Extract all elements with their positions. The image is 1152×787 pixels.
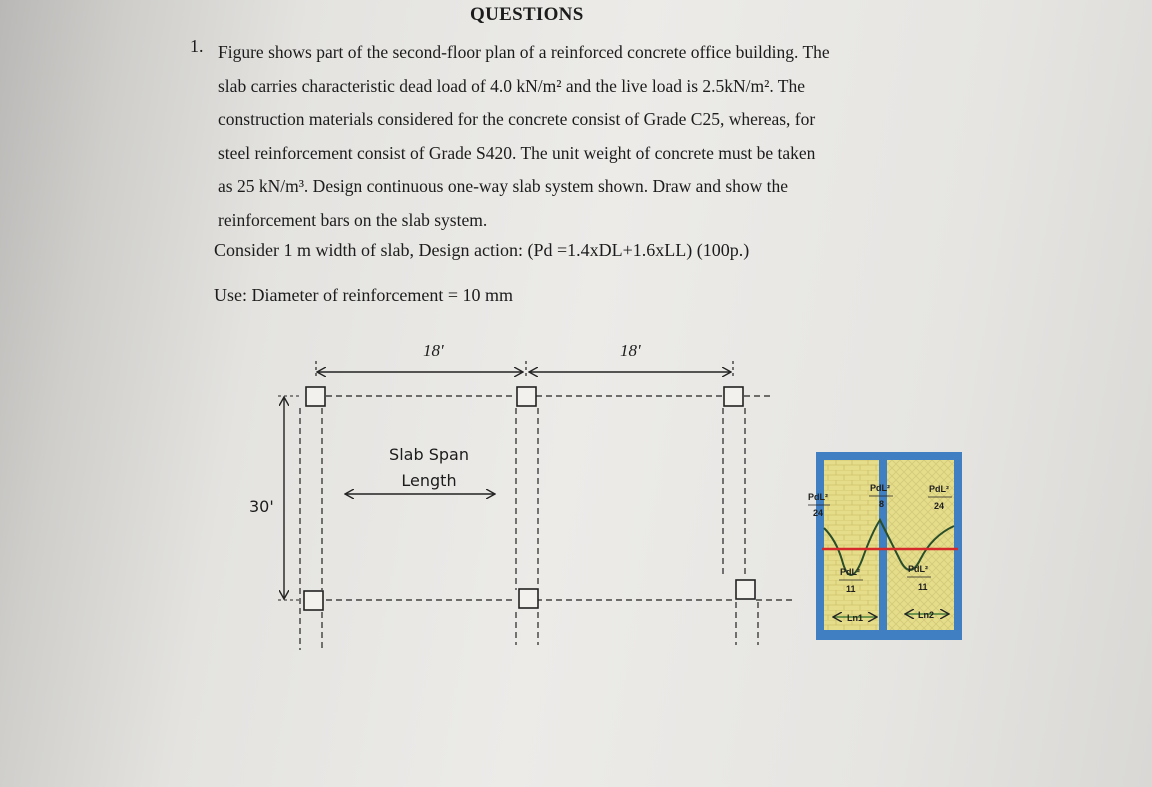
coef-right-numerator: PdL²	[929, 484, 949, 494]
coef-mid-numerator: PdL²	[870, 483, 890, 493]
slab-panel-left	[824, 460, 879, 630]
moment-coefficient-diagram: PdL² 24 PdL² 8 PdL² 24 PdL² 11 PdL² 11 L…	[808, 452, 962, 640]
span2-length-label: Ln2	[918, 610, 934, 620]
question-paragraph: Figure shows part of the second-floor pl…	[218, 36, 958, 237]
moment-curve	[823, 518, 955, 576]
grid-lines	[299, 395, 794, 650]
top-dimension: 18' 18'	[315, 341, 734, 378]
column	[305, 386, 326, 407]
reinforcement-diameter-text: Use: Diameter of reinforcement = 10 mm	[214, 285, 514, 305]
column	[735, 579, 756, 600]
column	[303, 590, 324, 611]
question-number: 1.	[190, 36, 204, 56]
coef-span1-denominator: 11	[846, 584, 856, 594]
question-line: steel reinforcement consist of Grade S42…	[218, 142, 816, 163]
beam-middle	[879, 460, 887, 630]
coef-left-denominator: 24	[813, 508, 823, 518]
page-title: QUESTIONS	[470, 4, 584, 25]
coef-left-numerator: PdL²	[808, 492, 828, 502]
coef-right-denominator: 24	[934, 501, 944, 511]
coef-span2-denominator: 11	[918, 582, 928, 592]
question-line: reinforcement bars on the slab system.	[218, 209, 488, 230]
columns	[303, 386, 756, 611]
coef-mid-denominator: 8	[879, 499, 884, 509]
left-dimension: 30'	[249, 395, 302, 601]
coef-span2-numerator: PdL²	[908, 564, 928, 574]
question-line: Figure shows part of the second-floor pl…	[218, 42, 830, 62]
column	[723, 386, 744, 407]
question-line: construction materials considered for th…	[218, 109, 816, 129]
slab-span-label-line1: Slab Span	[389, 445, 469, 464]
column	[516, 386, 537, 407]
slab-span-annotation: Slab Span Length	[346, 445, 494, 494]
column	[518, 588, 539, 609]
slab-span-label-line2: Length	[401, 471, 456, 490]
coef-span1-numerator: PdL²	[840, 567, 860, 577]
span-left-label: 18'	[423, 341, 444, 360]
question-line: as 25 kN/m³. Design continuous one-way s…	[218, 176, 789, 196]
slab-panel-right	[887, 460, 954, 630]
span1-length-label: Ln1	[847, 613, 863, 623]
question-line: slab carries characteristic dead load of…	[218, 75, 806, 96]
height-dim-label: 30'	[249, 497, 274, 516]
design-action-text: Consider 1 m width of slab, Design actio…	[214, 240, 750, 260]
span-right-label: 18'	[620, 341, 641, 360]
